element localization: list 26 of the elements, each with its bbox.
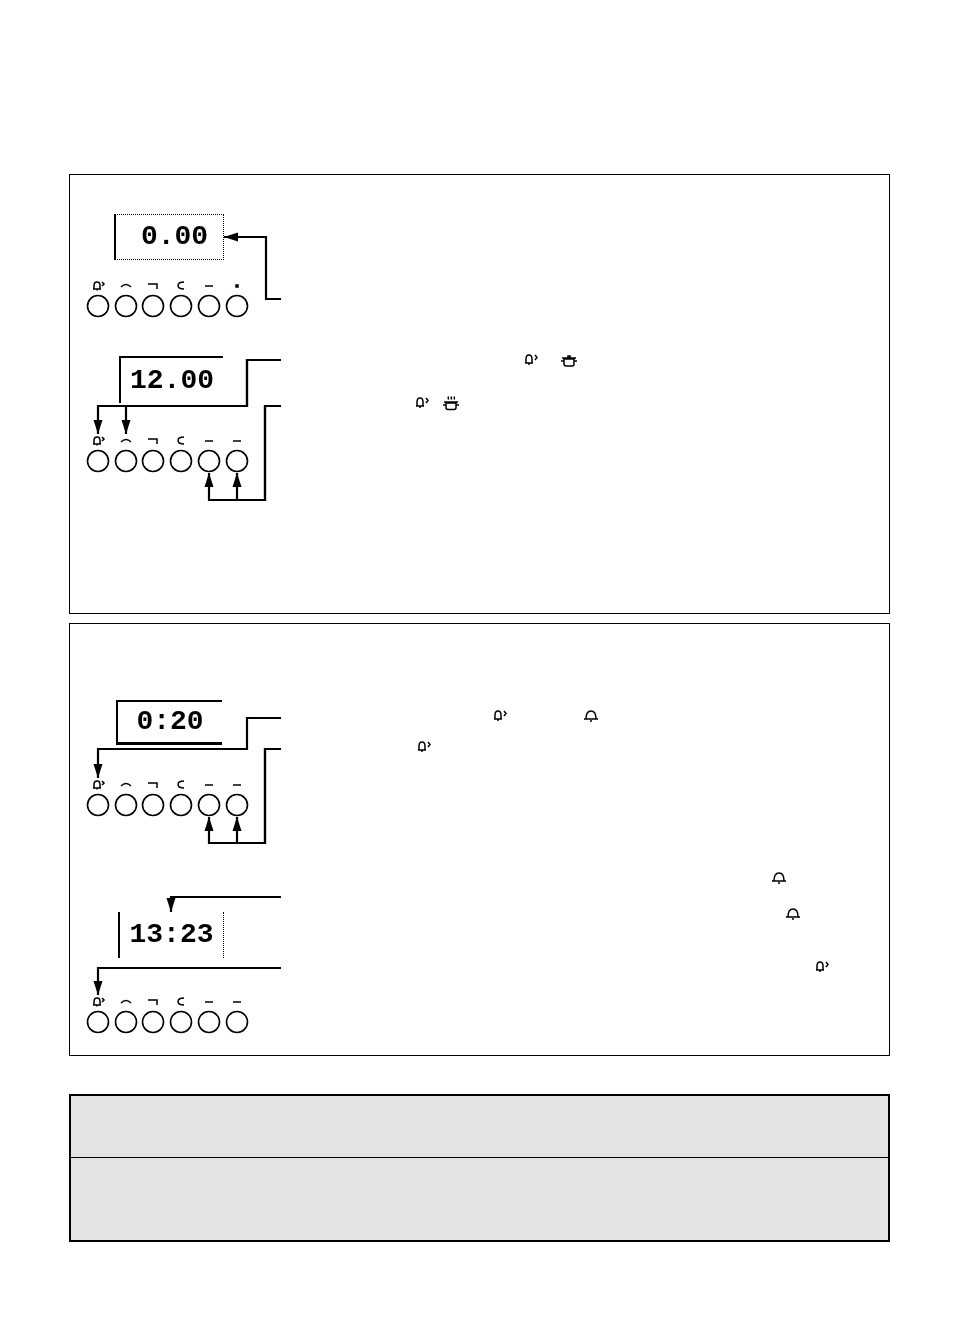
- display-readout: 13:23: [129, 921, 214, 949]
- round-button: [169, 279, 193, 318]
- lcd-display: [118, 912, 224, 958]
- arrow: [232, 747, 281, 845]
- display-readout: 0.00: [140, 223, 209, 251]
- round-button: [86, 778, 110, 817]
- round-button: [86, 279, 110, 318]
- arrow: [93, 966, 281, 995]
- arrow: [232, 404, 281, 502]
- shaded-band: [69, 1094, 890, 1158]
- arrow: [93, 716, 281, 778]
- arrow: [224, 232, 281, 301]
- round-button: [86, 995, 110, 1034]
- panel-frame: [69, 623, 890, 1056]
- round-button: [169, 995, 193, 1034]
- round-button: [169, 778, 193, 817]
- round-button: [169, 434, 193, 473]
- lcd-display: [119, 356, 223, 403]
- shaded-band: [69, 1157, 890, 1242]
- lcd-display: [114, 214, 224, 260]
- lcd-display: [116, 700, 222, 745]
- panel-frame: [69, 174, 890, 614]
- round-button: [86, 434, 110, 473]
- display-readout: 12.00: [130, 366, 214, 395]
- display-readout: 0:20: [136, 708, 204, 736]
- arrow: [166, 895, 281, 912]
